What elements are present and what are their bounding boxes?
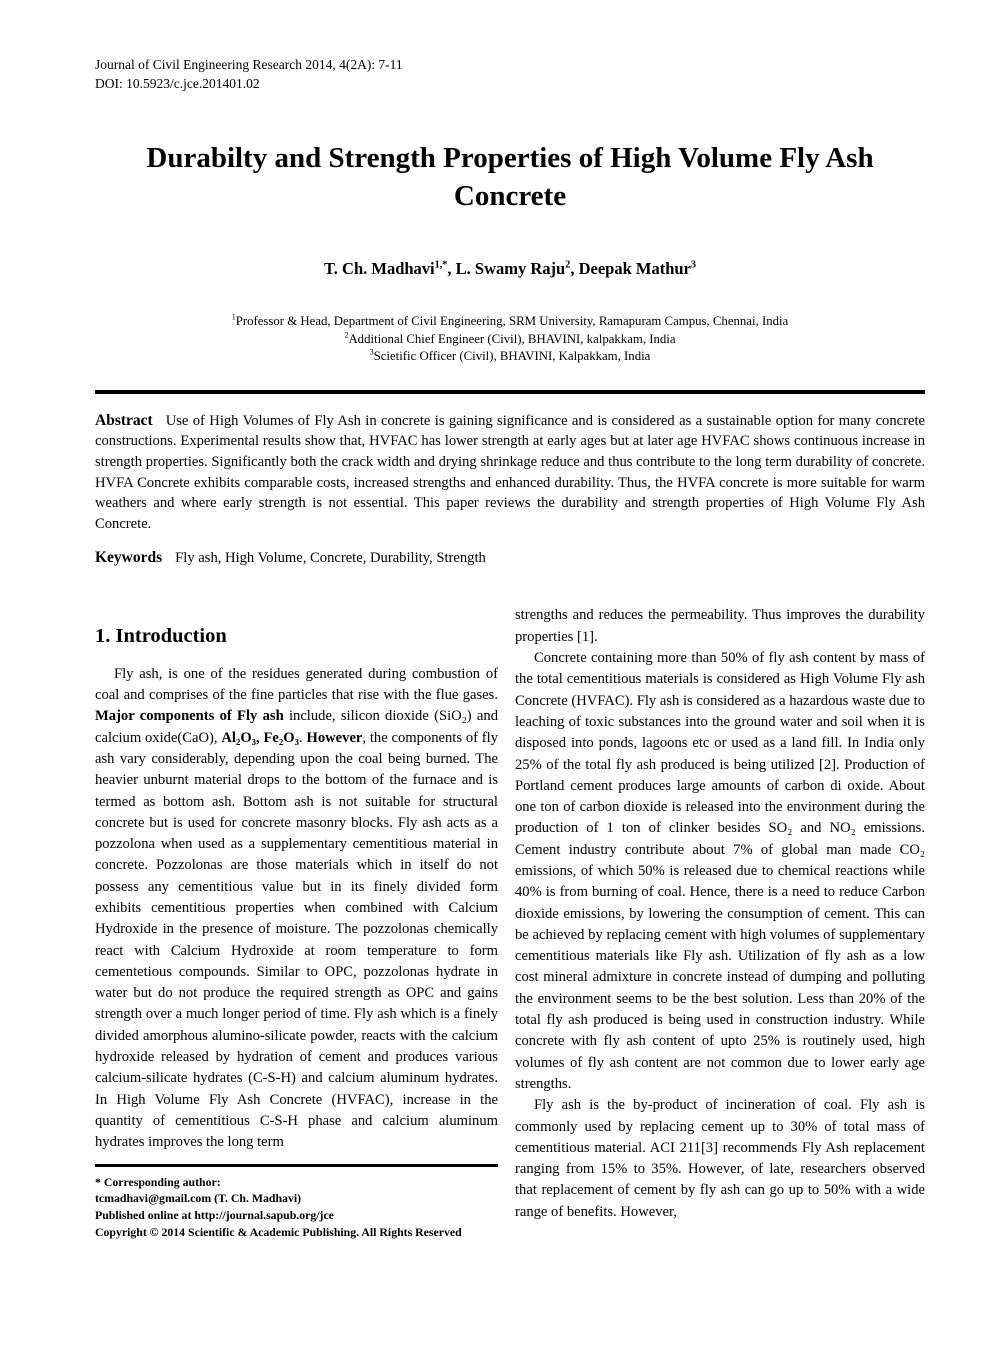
journal-line: Journal of Civil Engineering Research 20… <box>95 57 403 72</box>
body-paragraph-hvfac: Concrete containing more than 50% of fly… <box>515 650 925 1092</box>
footnote-email: tcmadhavi@gmail.com (T. Ch. Madhavi) <box>95 1191 302 1206</box>
separator-rule <box>95 389 925 394</box>
affiliation-line-3: 3Scietific Officer (Civil), BHAVINI, Kal… <box>369 348 651 364</box>
authors-line: T. Ch. Madhavi1,*, L. Swamy Raju2, Deepa… <box>324 259 696 279</box>
doi-line: DOI: 10.5923/c.jce.201401.02 <box>95 76 260 91</box>
footnote-corresponding-author: * Corresponding author: <box>95 1174 221 1189</box>
intro-paragraph: Fly ash, is one of the residues generate… <box>95 665 499 1151</box>
affiliations: 1Professor & Head, Department of Civil E… <box>95 313 925 366</box>
body-paragraph-byproduct: Fly ash is the by-product of incineratio… <box>515 1097 925 1220</box>
footnote-copyright: Copyright © 2014 Scientific & Academic P… <box>95 1224 462 1239</box>
footnote-rule <box>95 1163 498 1167</box>
paper-title: Durabilty and Strength Properties of Hig… <box>146 142 874 212</box>
corresponding-author-footnote: * Corresponding author: tcmadhavi@gmail.… <box>95 1163 498 1241</box>
left-column: 1. Introduction Fly ash, is one of the r… <box>95 605 498 1240</box>
body-paragraph-continuation: strengths and reduces the permeability. … <box>515 607 925 645</box>
keywords-label: Keywords <box>95 549 163 567</box>
right-column: strengths and reduces the permeability. … <box>515 605 925 1240</box>
section-heading-introduction: 1. Introduction <box>95 625 227 648</box>
affiliation-line-2: 2Additional Chief Engineer (Civil), BHAV… <box>344 330 676 346</box>
keywords: Keywords Fly ash, High Volume, Concrete, … <box>95 549 925 567</box>
affiliation-line-1: 1Professor & Head, Department of Civil E… <box>231 313 789 329</box>
journal-header: Journal of Civil Engineering Research 20… <box>95 55 925 93</box>
footnote-published-online: Published online at http://journal.sapub… <box>95 1208 334 1223</box>
abstract-label: Abstract <box>95 411 153 429</box>
two-column-body: 1. Introduction Fly ash, is one of the r… <box>95 605 925 1240</box>
keywords-text: Fly ash, High Volume, Concrete, Durabili… <box>175 550 486 567</box>
abstract-text: Use of High Volumes of Fly Ash in concre… <box>95 412 925 532</box>
page-content: Journal of Civil Engineering Research 20… <box>95 55 925 1240</box>
